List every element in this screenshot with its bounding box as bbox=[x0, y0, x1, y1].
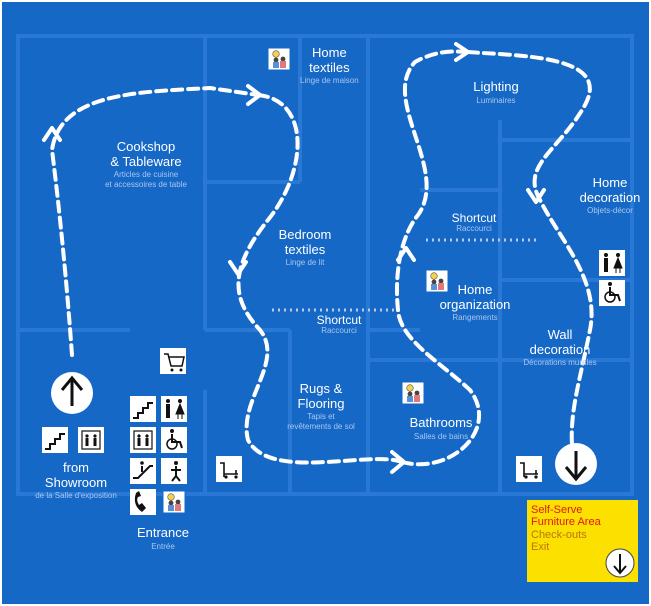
dept-title: decoration bbox=[529, 341, 591, 357]
up-arrow-icon bbox=[51, 372, 93, 414]
shortcut-title: Shortcut bbox=[451, 211, 497, 225]
dept-title: Wall bbox=[547, 327, 573, 342]
shortcut-lower: Shortcut Raccourci bbox=[304, 313, 374, 336]
dept-subtitle: Entrée bbox=[151, 541, 175, 551]
children-area-icon bbox=[267, 47, 291, 71]
dept-title: from bbox=[63, 460, 89, 475]
children-area-icon bbox=[401, 381, 425, 405]
wheelchair-icon bbox=[599, 280, 625, 306]
dept-subtitle: Objets-décor bbox=[587, 206, 633, 216]
dept-rugs-flooring: Rugs & Flooring Tapis et revêtements de … bbox=[266, 381, 376, 432]
path-arrowheads bbox=[42, 42, 546, 474]
checkout-label: Check-outs bbox=[531, 529, 587, 541]
from-showroom: from Showroom de la Salle d'exposition bbox=[24, 460, 128, 501]
dept-title: textiles bbox=[309, 59, 350, 75]
shortcut-subtitle: Raccourci bbox=[456, 224, 492, 234]
self-serve-box bbox=[527, 500, 638, 582]
dept-title: Showroom bbox=[44, 474, 108, 490]
escalator-icon bbox=[130, 458, 156, 484]
dept-title: Entrance bbox=[136, 525, 190, 540]
telephone-icon bbox=[130, 489, 156, 515]
toilets-icon bbox=[161, 396, 187, 422]
dept-subtitle: Linge de maison bbox=[300, 76, 359, 86]
self-serve-label: Self-Serve Furniture Area bbox=[531, 504, 601, 529]
entrance: Entrance Entrée bbox=[128, 525, 198, 552]
dept-subtitle: Linge de lit bbox=[285, 258, 325, 268]
dept-title: Rugs & bbox=[299, 381, 343, 396]
dept-bedroom-textiles: Bedroom textiles Linge de lit bbox=[262, 227, 348, 268]
dept-title: organization bbox=[439, 296, 511, 312]
dept-title: Lighting bbox=[473, 79, 519, 94]
dept-title: & Tableware bbox=[110, 153, 182, 169]
down-arrow-icon bbox=[555, 443, 597, 485]
dept-subtitle: et accessoires de table bbox=[105, 180, 187, 190]
dept-subtitle: Articles de cuisine bbox=[113, 170, 179, 180]
dept-title: decoration bbox=[579, 189, 641, 205]
dept-title: Flooring bbox=[297, 395, 345, 411]
trolley-icon bbox=[515, 455, 543, 483]
shortcut-title: Shortcut bbox=[316, 313, 362, 327]
stairs-icon bbox=[42, 427, 68, 453]
shopping-cart-icon bbox=[160, 348, 186, 374]
checkout-exit-label: Check-outs Exit bbox=[531, 529, 587, 554]
shortcut-lines bbox=[272, 238, 540, 312]
dept-subtitle: Décorations murales bbox=[523, 358, 597, 368]
dept-home-textiles: Home textiles Linge de maison bbox=[300, 45, 359, 86]
stairs-icon bbox=[130, 396, 156, 422]
children-area-icon bbox=[162, 490, 186, 514]
dept-lighting: Lighting Luminaires bbox=[452, 79, 540, 106]
dept-home-organization: Home organization Rangements bbox=[432, 282, 518, 323]
dept-subtitle: Tapis et bbox=[307, 412, 335, 422]
dept-subtitle: Luminaires bbox=[476, 95, 516, 105]
elevator-icon bbox=[78, 427, 104, 453]
dept-title: Home bbox=[457, 282, 493, 297]
dept-bathrooms: Bathrooms Salles de bains bbox=[396, 415, 486, 442]
dept-title: Bedroom bbox=[278, 227, 332, 242]
dept-title: textiles bbox=[284, 241, 326, 257]
exit-label: Exit bbox=[531, 540, 550, 553]
walls bbox=[16, 34, 634, 496]
dept-wall-decoration: Wall decoration Décorations murales bbox=[505, 327, 615, 368]
dept-title: Home bbox=[592, 175, 628, 190]
dept-title: Home bbox=[312, 45, 347, 60]
toilets-icon bbox=[599, 250, 625, 276]
dept-subtitle: Salles de bains bbox=[413, 431, 469, 441]
self-serve-line: Self-Serve bbox=[531, 504, 583, 516]
shortcut-subtitle: Raccourci bbox=[321, 326, 357, 336]
trolley-icon bbox=[215, 455, 243, 483]
dept-home-decoration: Home decoration Objets-décor bbox=[572, 175, 648, 216]
dept-cookshop: Cookshop & Tableware Articles de cuisine… bbox=[86, 139, 206, 190]
dept-title: Cookshop bbox=[116, 139, 176, 154]
shortcut-upper: Shortcut Raccourci bbox=[436, 211, 512, 234]
wheelchair-icon bbox=[161, 427, 187, 453]
dept-subtitle: revêtements de sol bbox=[287, 422, 355, 432]
dept-title: Bathrooms bbox=[409, 415, 473, 430]
information-icon bbox=[161, 458, 187, 484]
dept-subtitle: de la Salle d'exposition bbox=[35, 491, 117, 501]
elevator-icon bbox=[130, 427, 156, 453]
self-serve-line: Furniture Area bbox=[531, 515, 601, 528]
dept-subtitle: Rangements bbox=[452, 313, 498, 323]
